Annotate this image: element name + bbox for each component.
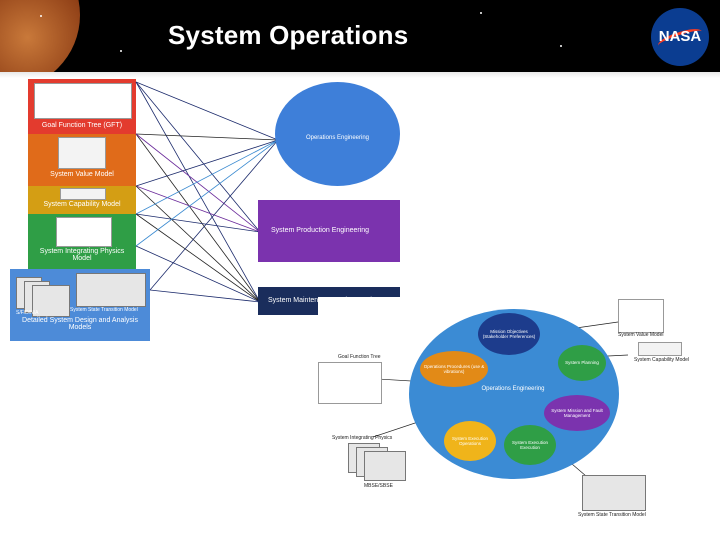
connector-line	[135, 245, 261, 303]
nasa-logo: NASA	[651, 8, 709, 66]
connector-line	[135, 139, 279, 187]
production-engineering-label: System Production Engineering	[271, 227, 370, 234]
star	[40, 15, 42, 17]
gft-caption: Goal Function Tree	[338, 354, 381, 360]
mission-objectives-circle: Mission Objectives (Stakeholder Preferen…	[478, 313, 540, 355]
operations-procedures-label: Operations Procedures (use & vibrations)	[423, 363, 485, 374]
state-transition-caption: System State Transition Model	[70, 307, 138, 313]
connector-line	[135, 185, 261, 233]
nasa-logo-text: NASA	[658, 28, 702, 45]
value-model-mini	[618, 299, 664, 333]
capability-model-caption: System Capability Model	[634, 357, 690, 363]
sfdna-caption: S/F/D/N/A	[16, 310, 39, 316]
capability-model-block: System Capability Model	[28, 186, 136, 214]
gft-label: Goal Function Tree (GFT)	[41, 122, 123, 129]
connector-line	[135, 81, 261, 233]
connector-line	[135, 133, 279, 141]
physics-mini	[364, 451, 406, 481]
value-model-caption: System Value Model	[618, 332, 664, 338]
capability-model-mini	[638, 342, 682, 356]
capability-model-label: System Capability Model	[43, 201, 121, 208]
operations-detail-diagram: Mission Objectives (Stakeholder Preferen…	[318, 297, 698, 522]
connector-line	[135, 81, 279, 141]
value-model-thumbnail	[58, 137, 106, 169]
state-transition-thumbnail	[76, 273, 146, 307]
physics-caption: System Integrating Physics	[332, 435, 393, 441]
gft-mini	[318, 362, 382, 404]
slide-header: System Operations NASA	[0, 0, 720, 72]
connector-line	[135, 213, 261, 303]
operations-procedures-circle: Operations Procedures (use & vibrations)	[420, 351, 488, 387]
physics-model-block: System Integrating Physics Model	[28, 214, 136, 269]
operations-engineering-ellipse: Operations Engineering	[275, 82, 400, 186]
detailed-design-label: Detailed System Design and Analysis Mode…	[22, 317, 138, 331]
connector-line	[135, 81, 261, 303]
physics-model-label: System Integrating Physics Model	[39, 248, 125, 262]
mbse-caption: MBSE/SBSE	[364, 483, 393, 489]
operations-engineering-band: Operations Engineering	[481, 386, 545, 392]
execution-operations-label: System Execution Operations	[451, 435, 488, 446]
connector-line	[135, 185, 261, 303]
system-planning-label: System Planning	[565, 360, 599, 366]
connector-line	[135, 139, 279, 247]
star	[560, 45, 562, 47]
star	[480, 12, 482, 14]
fault-management-label: System Mission and Fault Management	[551, 407, 603, 418]
connector-line	[135, 139, 279, 215]
connector-line	[135, 133, 261, 303]
gft-block: Goal Function Tree (GFT)	[28, 79, 136, 134]
gft-thumbnail	[34, 83, 132, 119]
value-model-block: System Value Model	[28, 134, 136, 186]
header-divider	[0, 72, 720, 78]
mission-objectives-label: Mission Objectives (Stakeholder Preferen…	[482, 328, 536, 339]
execution-execution-label: System Execution Execution	[511, 439, 548, 450]
execution-operations-circle: System Execution Operations	[444, 421, 496, 461]
state-transition-caption: System State Transition Model	[578, 512, 646, 518]
operations-engineering-label: Operations Engineering	[305, 135, 370, 141]
design-thumbnail	[32, 285, 70, 317]
system-planning-circle: System Planning	[558, 345, 606, 381]
connector-line	[149, 289, 261, 303]
value-model-label: System Value Model	[50, 171, 114, 178]
fault-management-circle: System Mission and Fault Management	[544, 395, 610, 431]
detailed-design-block: S/F/D/N/A System State Transition Model …	[10, 269, 150, 341]
execution-execution-circle: System Execution Execution	[504, 425, 556, 465]
connector-line	[149, 139, 279, 291]
physics-model-thumbnail	[56, 217, 112, 247]
capability-model-thumbnail	[60, 188, 106, 200]
star	[120, 50, 122, 52]
connector-line	[135, 213, 261, 233]
connector-line	[135, 133, 261, 233]
production-engineering-box: System Production Engineering	[258, 200, 400, 262]
state-transition-mini	[582, 475, 646, 511]
slide-title: System Operations	[168, 20, 409, 50]
